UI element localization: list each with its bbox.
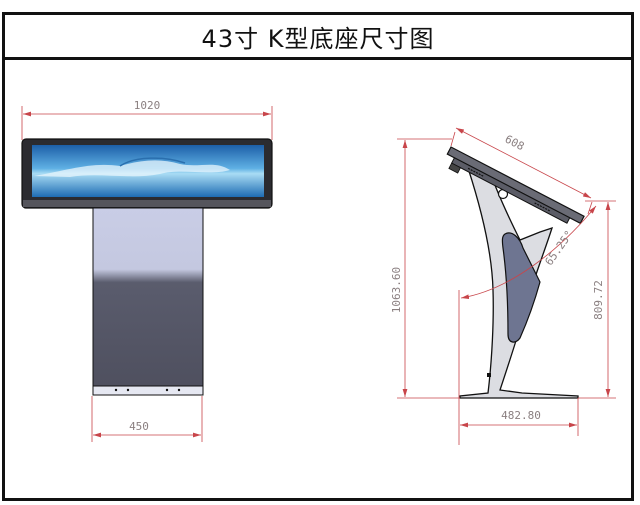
total-height-label: 1063.60 [390,267,403,313]
screen-edge-height-label: 809.72 [592,280,605,320]
side-screen [446,146,585,225]
front-pedestal [92,207,204,396]
title-bar: 43寸 K型底座尺寸图 [5,15,631,60]
dimension-width-1020: 1020 [21,99,273,140]
side-view: 608 1063.60 809.72 65.25° 482.80 [390,127,616,445]
width-label: 1020 [134,99,161,112]
screen-length-label: 608 [503,133,527,154]
page-title: 43寸 K型底座尺寸图 [201,24,435,53]
base-depth-label: 482.80 [501,409,541,422]
front-view: 1020 450 [21,99,273,442]
dimension-height-1063: 1063.60 [390,138,460,399]
dimension-base-450: 450 [91,396,203,442]
dimension-height-809: 809.72 [578,200,616,399]
base-width-label: 450 [129,420,149,433]
dimension-depth-482: 482.80 [460,398,579,436]
front-display [21,138,273,209]
